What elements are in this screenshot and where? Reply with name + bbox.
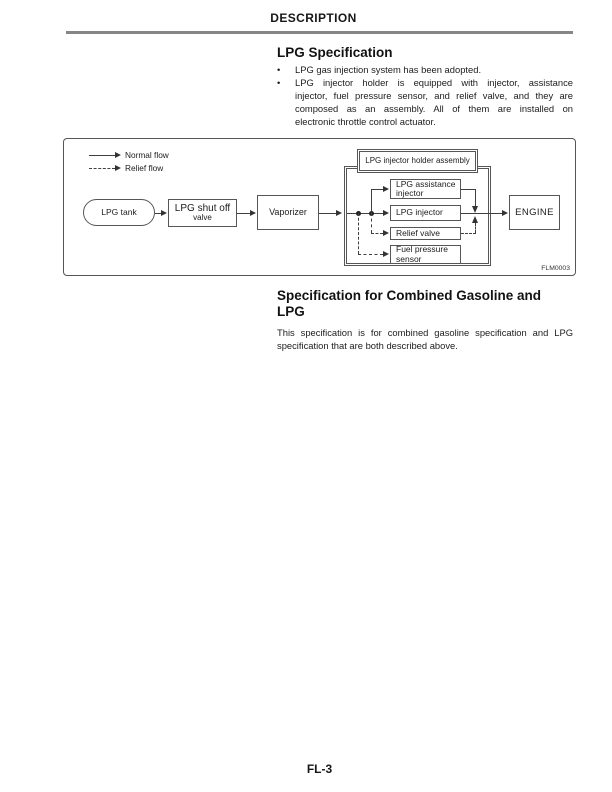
flow-line	[371, 189, 383, 190]
node-engine: ENGINE	[509, 195, 560, 230]
heading-line: Specification for Combined Gasoline and	[277, 288, 542, 303]
legend-normal-line	[89, 155, 115, 156]
relief-flow-line	[371, 233, 383, 234]
flow-line	[461, 213, 502, 214]
legend-normal-flow-label: Normal flow	[125, 150, 169, 160]
arrow-down-icon	[472, 206, 478, 213]
bullet-marker: •	[277, 77, 281, 88]
arrow-right-icon	[383, 210, 389, 216]
arrow-right-icon	[115, 152, 121, 158]
relief-flow-line	[461, 233, 476, 234]
relief-flow-line	[371, 213, 372, 233]
arrow-right-icon	[250, 210, 256, 216]
flow-line	[347, 213, 383, 214]
legend-relief-line	[89, 168, 115, 169]
arrow-right-icon	[161, 210, 167, 216]
flow-line	[371, 189, 372, 213]
arrow-right-icon	[383, 186, 389, 192]
relief-flow-line	[358, 213, 359, 254]
bullet-line: composed as an assembly. All of them are…	[295, 103, 573, 114]
combined-specification-paragraph: This specification is for combined gasol…	[277, 326, 573, 352]
paragraph-line: specification that are both described ab…	[277, 340, 458, 351]
page-header-title: DESCRIPTION	[270, 11, 357, 25]
relief-flow-line	[358, 254, 383, 255]
bullet-item: • LPG injector holder is equipped with i…	[277, 76, 573, 128]
node-vaporizer: Vaporizer	[257, 195, 319, 230]
lpg-specification-bullet-list: • LPG gas injection system has been adop…	[277, 63, 573, 128]
bullet-line: injector, fuel pressure sensor, and reli…	[295, 90, 573, 101]
arrow-right-icon	[115, 165, 121, 171]
bullet-line: LPG gas injection system has been adopte…	[295, 64, 482, 75]
flow-line	[237, 213, 251, 214]
arrow-right-icon	[383, 230, 389, 236]
heading-line: LPG	[277, 304, 305, 319]
bullet-line: electronic throttle control actuator.	[295, 116, 436, 127]
bullet-line: LPG injector holder is equipped with inj…	[295, 77, 573, 88]
flow-line	[475, 189, 476, 206]
header-divider	[66, 31, 573, 34]
node-lpg-shutoff-valve: LPG shut off valve	[168, 199, 237, 227]
flow-line	[319, 213, 336, 214]
flow-line	[461, 189, 476, 190]
assembly-title-box: LPG injector holder assembly	[357, 149, 478, 173]
paragraph-line: This specification is for combined gasol…	[277, 327, 573, 338]
section-heading-combined-specification: Specification for Combined Gasoline and …	[277, 288, 541, 320]
flow-line	[155, 213, 162, 214]
figure-code: FLM0003	[541, 265, 570, 272]
section-heading-lpg-specification: LPG Specification	[277, 45, 393, 60]
arrow-right-icon	[502, 210, 508, 216]
bullet-marker: •	[277, 64, 281, 75]
relief-flow-line	[475, 223, 476, 233]
node-lpg-assistance-injector: LPG assistance injector	[390, 179, 461, 199]
page-number: FL-3	[306, 762, 333, 776]
bullet-item: • LPG gas injection system has been adop…	[277, 63, 573, 76]
arrow-up-icon	[472, 216, 478, 223]
node-lpg-tank: LPG tank	[83, 199, 155, 226]
flow-diagram: Normal flow Relief flow LPG tank LPG shu…	[63, 138, 576, 276]
node-lpg-injector: LPG injector	[390, 205, 461, 221]
node-relief-valve: Relief valve	[390, 227, 461, 240]
legend-relief-flow-label: Relief flow	[125, 163, 164, 173]
node-fuel-pressure-sensor: Fuel pressure sensor	[390, 244, 461, 264]
arrow-right-icon	[383, 251, 389, 257]
arrow-right-icon	[336, 210, 342, 216]
